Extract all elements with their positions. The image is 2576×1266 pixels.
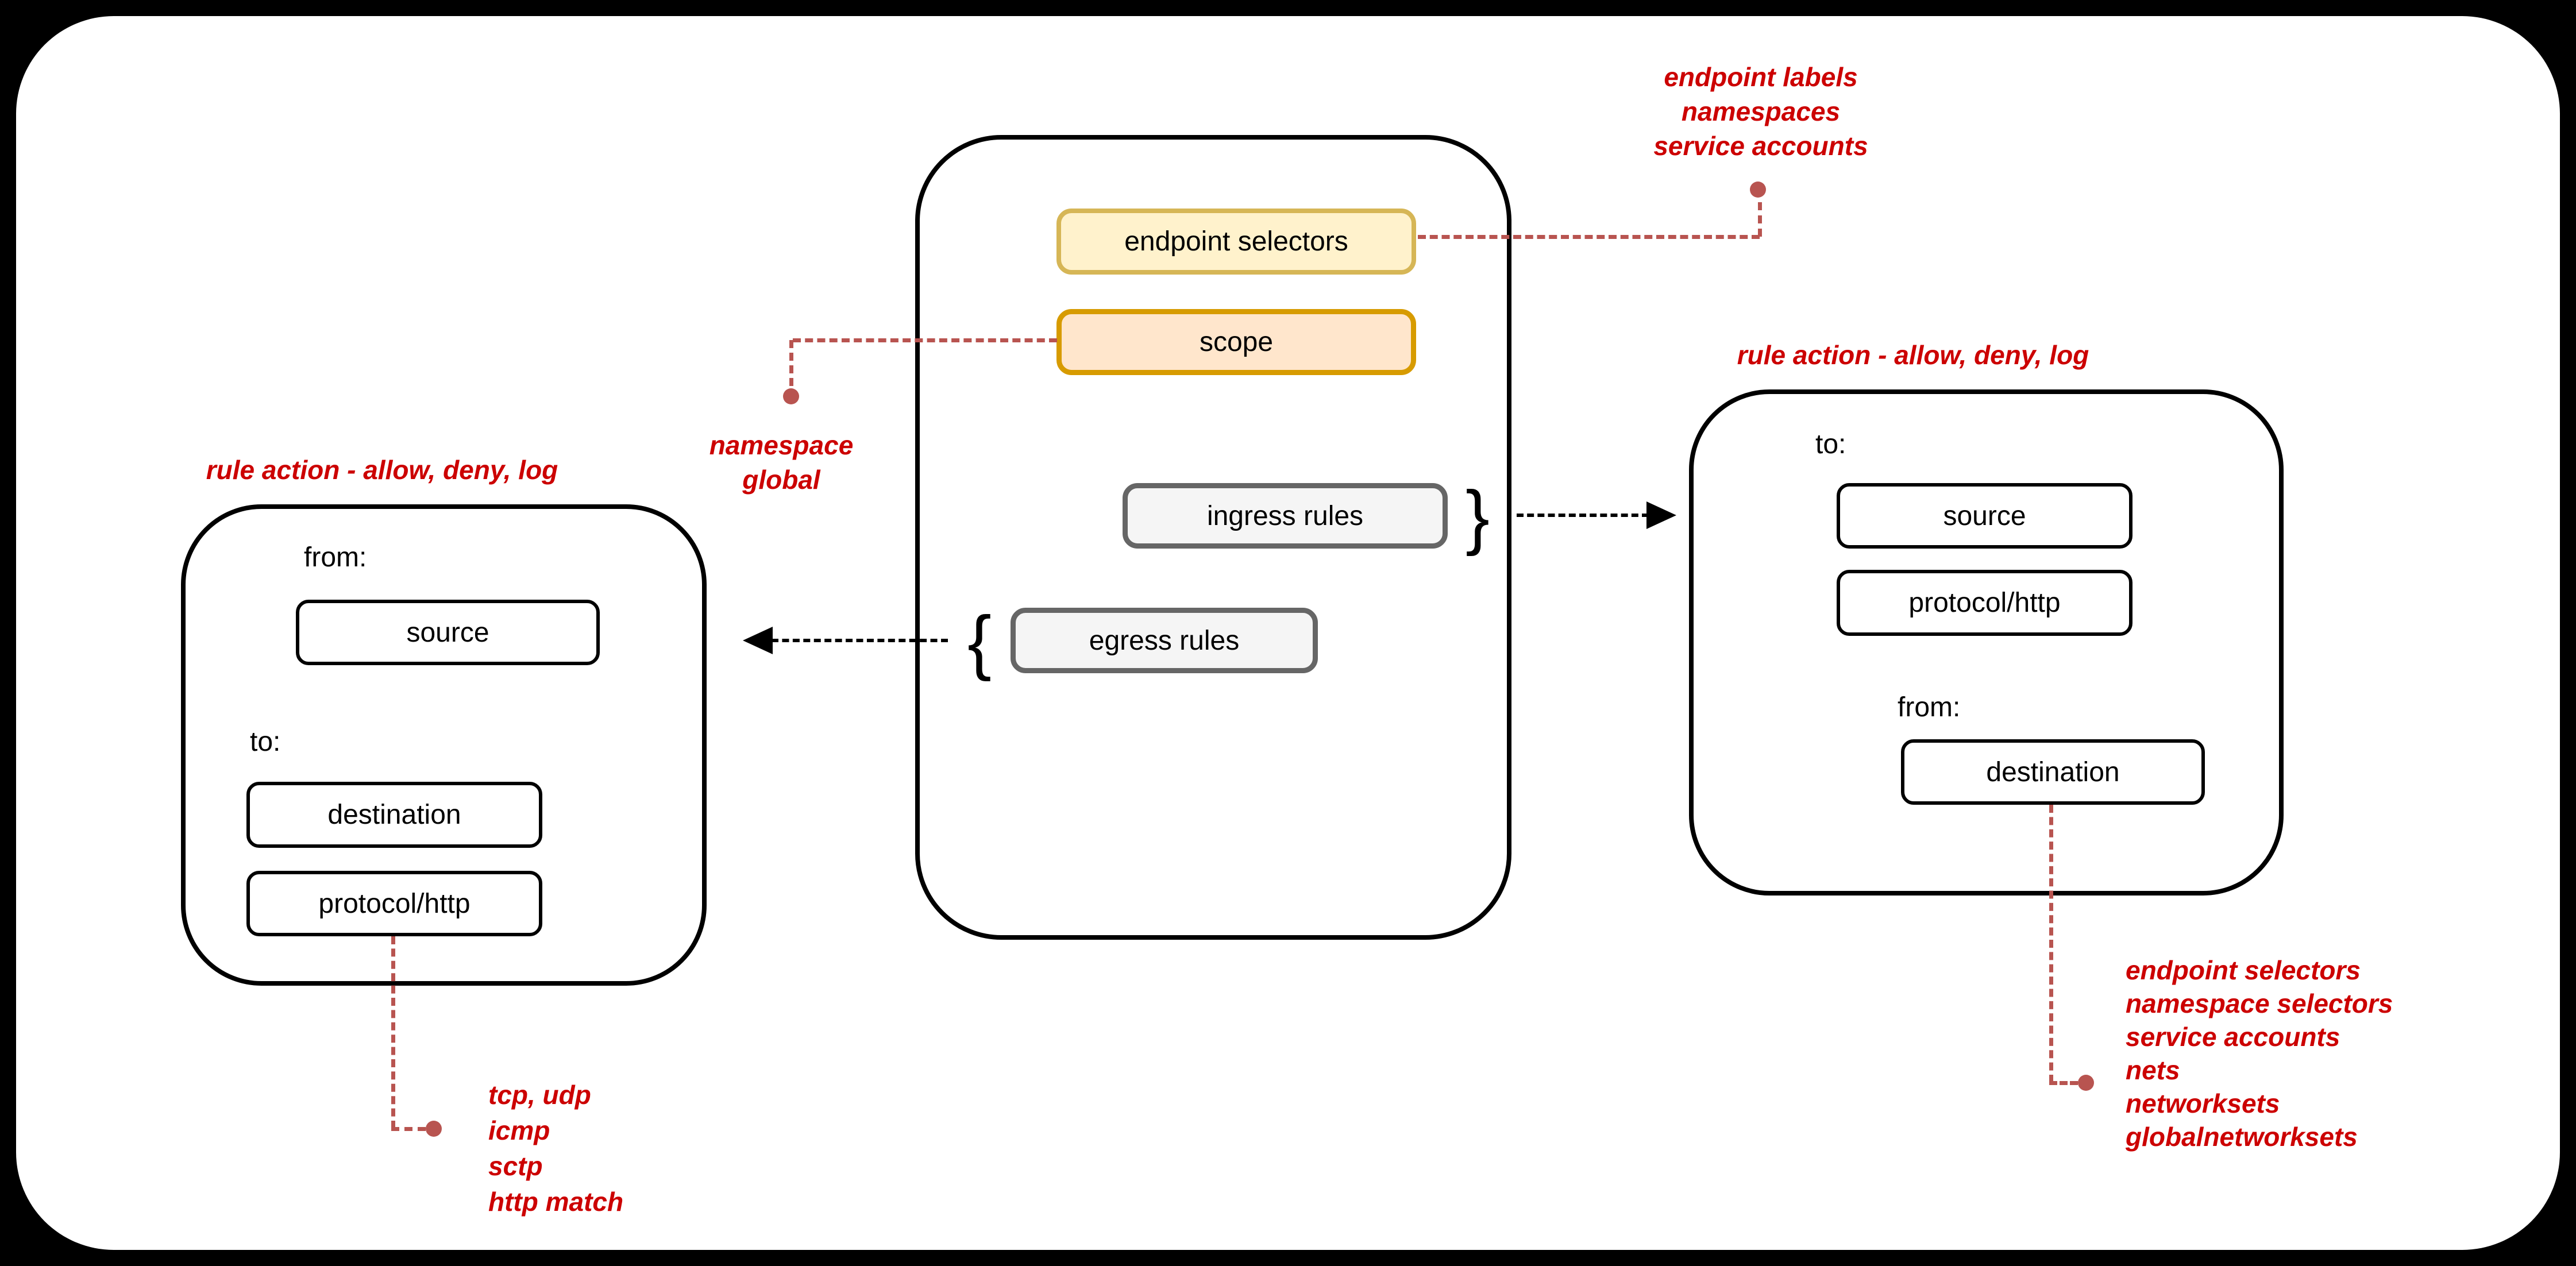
note-line: service accounts (1653, 131, 1868, 161)
scope-connector-dot (783, 388, 799, 404)
ingress-destination-label: destination (1986, 756, 2120, 788)
scope-note: namespace global (609, 428, 954, 497)
ingress-rules-box: ingress rules (1123, 483, 1448, 549)
endpoint-selectors-connector-v (1758, 202, 1762, 237)
note-line: globalnetworksets (2126, 1122, 2358, 1152)
egress-from-label: from: (304, 542, 367, 573)
destination-connector-dot (2078, 1075, 2094, 1091)
ingress-arrow-line (1517, 514, 1649, 517)
endpoint-selectors-connector-h (1418, 235, 1760, 239)
egress-protocol-label: protocol/http (318, 888, 471, 919)
scope-connector-h (793, 338, 1057, 342)
egress-source-label: source (406, 617, 489, 648)
egress-destination-box: destination (246, 782, 542, 848)
egress-arrowhead-icon (743, 627, 773, 654)
protocol-connector-dot (426, 1121, 442, 1137)
ingress-brace-glyph: } (1466, 476, 1490, 557)
scope-connector-v (789, 340, 793, 386)
ingress-rules-label: ingress rules (1206, 500, 1364, 531)
egress-rule-action-label: rule action - allow, deny, log (206, 455, 558, 485)
endpoint-selectors-label: endpoint selectors (1124, 226, 1348, 257)
note-line: namespace selectors (2126, 989, 2393, 1018)
note-line: http match (488, 1187, 624, 1217)
ingress-destination-box: destination (1901, 739, 2205, 805)
scope-box: scope (1056, 309, 1416, 375)
note-line: nets (2126, 1055, 2180, 1085)
ingress-protocol-label: protocol/http (1908, 588, 2061, 618)
egress-arrow-line (772, 639, 948, 642)
ingress-source-label: source (1943, 500, 2026, 531)
protocol-note: tcp, udp icmp sctp http match (488, 1077, 623, 1219)
ingress-rule-action-label: rule action - allow, deny, log (1737, 340, 2089, 370)
scope-label: scope (1199, 327, 1274, 357)
egress-to-label: to: (250, 727, 281, 757)
note-line: namespace (709, 430, 854, 460)
ingress-protocol-box: protocol/http (1837, 570, 2132, 636)
protocol-connector-v (391, 936, 395, 1129)
ingress-arrowhead-icon (1646, 501, 1676, 529)
ingress-source-box: source (1837, 483, 2132, 549)
ingress-to-label: to: (1815, 429, 1846, 460)
note-line: endpoint selectors (2126, 955, 2361, 985)
ingress-rule-box (1689, 389, 2284, 896)
note-line: endpoint labels (1664, 62, 1858, 92)
egress-brace-glyph: { (967, 601, 992, 682)
destination-connector-h (2049, 1081, 2078, 1085)
note-line: sctp (488, 1151, 543, 1181)
protocol-connector-h (391, 1127, 426, 1131)
egress-rules-box: egress rules (1011, 608, 1318, 673)
endpoint-selectors-box: endpoint selectors (1056, 209, 1416, 275)
endpoint-selectors-connector-dot (1750, 182, 1766, 198)
note-line: networksets (2126, 1089, 2280, 1118)
egress-destination-label: destination (327, 800, 461, 830)
endpoint-selectors-note: endpoint labels namespaces service accou… (1588, 60, 1933, 163)
note-line: service accounts (2126, 1022, 2340, 1052)
ingress-from-label: from: (1898, 692, 1961, 723)
destination-note: endpoint selectors namespace selectors s… (2126, 954, 2393, 1153)
note-line: global (742, 465, 820, 495)
note-line: icmp (488, 1116, 550, 1145)
note-line: tcp, udp (488, 1080, 591, 1110)
egress-source-box: source (296, 600, 600, 665)
destination-connector-v (2049, 805, 2053, 1083)
egress-protocol-box: protocol/http (246, 871, 542, 936)
egress-rules-label: egress rules (1089, 625, 1240, 656)
note-line: namespaces (1681, 97, 1841, 126)
